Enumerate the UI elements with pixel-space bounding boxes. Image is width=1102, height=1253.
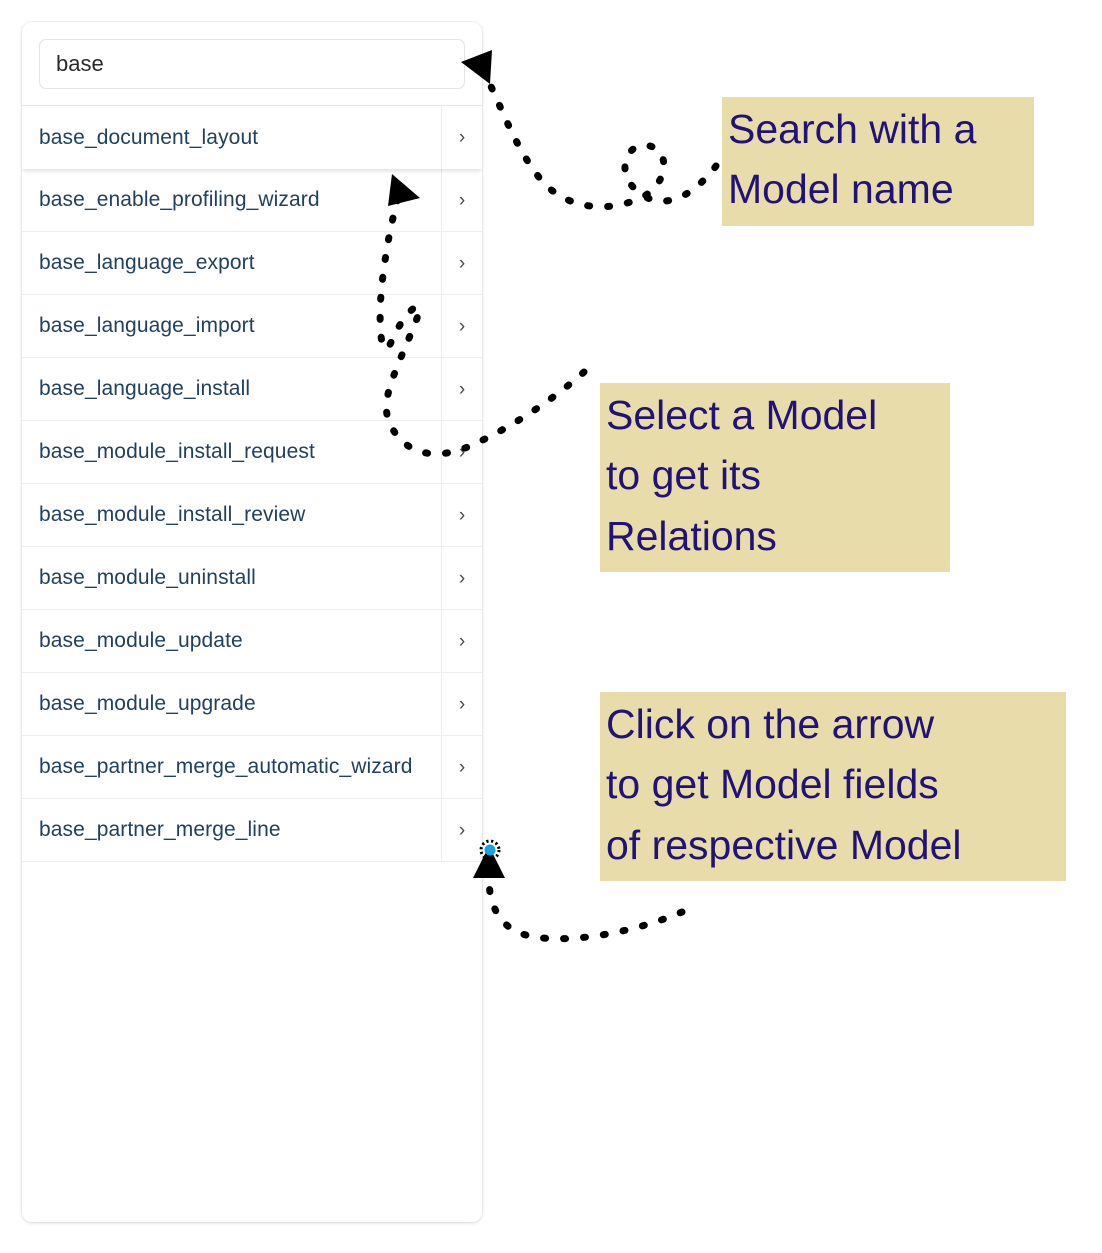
annotation-click-arrow-for-fields: Click on the arrow to get Model fields o… bbox=[600, 692, 1066, 881]
chevron-right-icon[interactable]: › bbox=[441, 295, 482, 357]
model-result-list: base_document_layout›base_enable_profili… bbox=[22, 106, 482, 1222]
chevron-right-icon[interactable]: › bbox=[441, 421, 482, 483]
model-list-item-label: base_partner_merge_automatic_wizard bbox=[39, 755, 413, 778]
expand-chevron-click-point[interactable] bbox=[479, 839, 501, 861]
model-list-item[interactable]: base_language_install › bbox=[22, 358, 482, 421]
chevron-right-icon[interactable]: › bbox=[441, 106, 482, 169]
model-list-item[interactable]: base_language_export › bbox=[22, 232, 482, 295]
model-list-item-label: base_partner_merge_line bbox=[39, 818, 281, 841]
annotation-select-a-model: Select a Model to get its Relations bbox=[600, 383, 950, 572]
chevron-right-icon[interactable]: › bbox=[441, 232, 482, 294]
model-list-item-label: base_module_uninstall bbox=[39, 566, 256, 589]
chevron-right-icon[interactable]: › bbox=[441, 358, 482, 420]
chevron-right-icon[interactable]: › bbox=[441, 169, 482, 231]
model-list-item[interactable]: base_enable_profiling_wizard › bbox=[22, 169, 482, 232]
model-list-item-label: base_document_layout bbox=[39, 125, 259, 149]
chevron-right-icon[interactable]: › bbox=[441, 673, 482, 735]
model-list-item-label: base_language_export bbox=[39, 251, 255, 274]
model-list-item[interactable]: base_module_install_review › bbox=[22, 484, 482, 547]
chevron-right-icon[interactable]: › bbox=[441, 799, 482, 861]
model-list-item[interactable]: base_module_install_request › bbox=[22, 421, 482, 484]
chevron-right-icon[interactable]: › bbox=[441, 610, 482, 672]
chevron-right-icon[interactable]: › bbox=[441, 547, 482, 609]
model-list-item-label: base_enable_profiling_wizard bbox=[39, 188, 320, 211]
model-list-item-label: base_language_import bbox=[39, 314, 255, 337]
model-list-item[interactable]: base_module_update › bbox=[22, 610, 482, 673]
annotation-search-with-model-name: Search with a Model name bbox=[722, 97, 1034, 226]
model-list-item-label: base_module_install_review bbox=[39, 503, 306, 526]
model-list-item[interactable]: base_partner_merge_automatic_wizard › bbox=[22, 736, 482, 799]
model-list-item-label: base_module_upgrade bbox=[39, 692, 256, 715]
model-list-item[interactable]: base_language_import › bbox=[22, 295, 482, 358]
model-list-item-label: base_module_update bbox=[39, 629, 243, 652]
model-list-item[interactable]: base_module_upgrade › bbox=[22, 673, 482, 736]
model-list-item[interactable]: base_module_uninstall › bbox=[22, 547, 482, 610]
arrow-to-search-input bbox=[461, 50, 720, 211]
search-box-container bbox=[22, 22, 482, 106]
model-list-item[interactable]: base_document_layout › bbox=[22, 106, 482, 169]
model-list-item-label: base_language_install bbox=[39, 377, 251, 400]
chevron-right-icon[interactable]: › bbox=[441, 484, 482, 546]
model-search-panel: base_document_layout›base_enable_profili… bbox=[22, 22, 482, 1222]
model-list-item[interactable]: base_partner_merge_line › bbox=[22, 799, 482, 862]
search-input[interactable] bbox=[39, 39, 465, 89]
chevron-right-icon[interactable]: › bbox=[441, 736, 482, 798]
model-list-item-label: base_module_install_request bbox=[39, 440, 315, 463]
